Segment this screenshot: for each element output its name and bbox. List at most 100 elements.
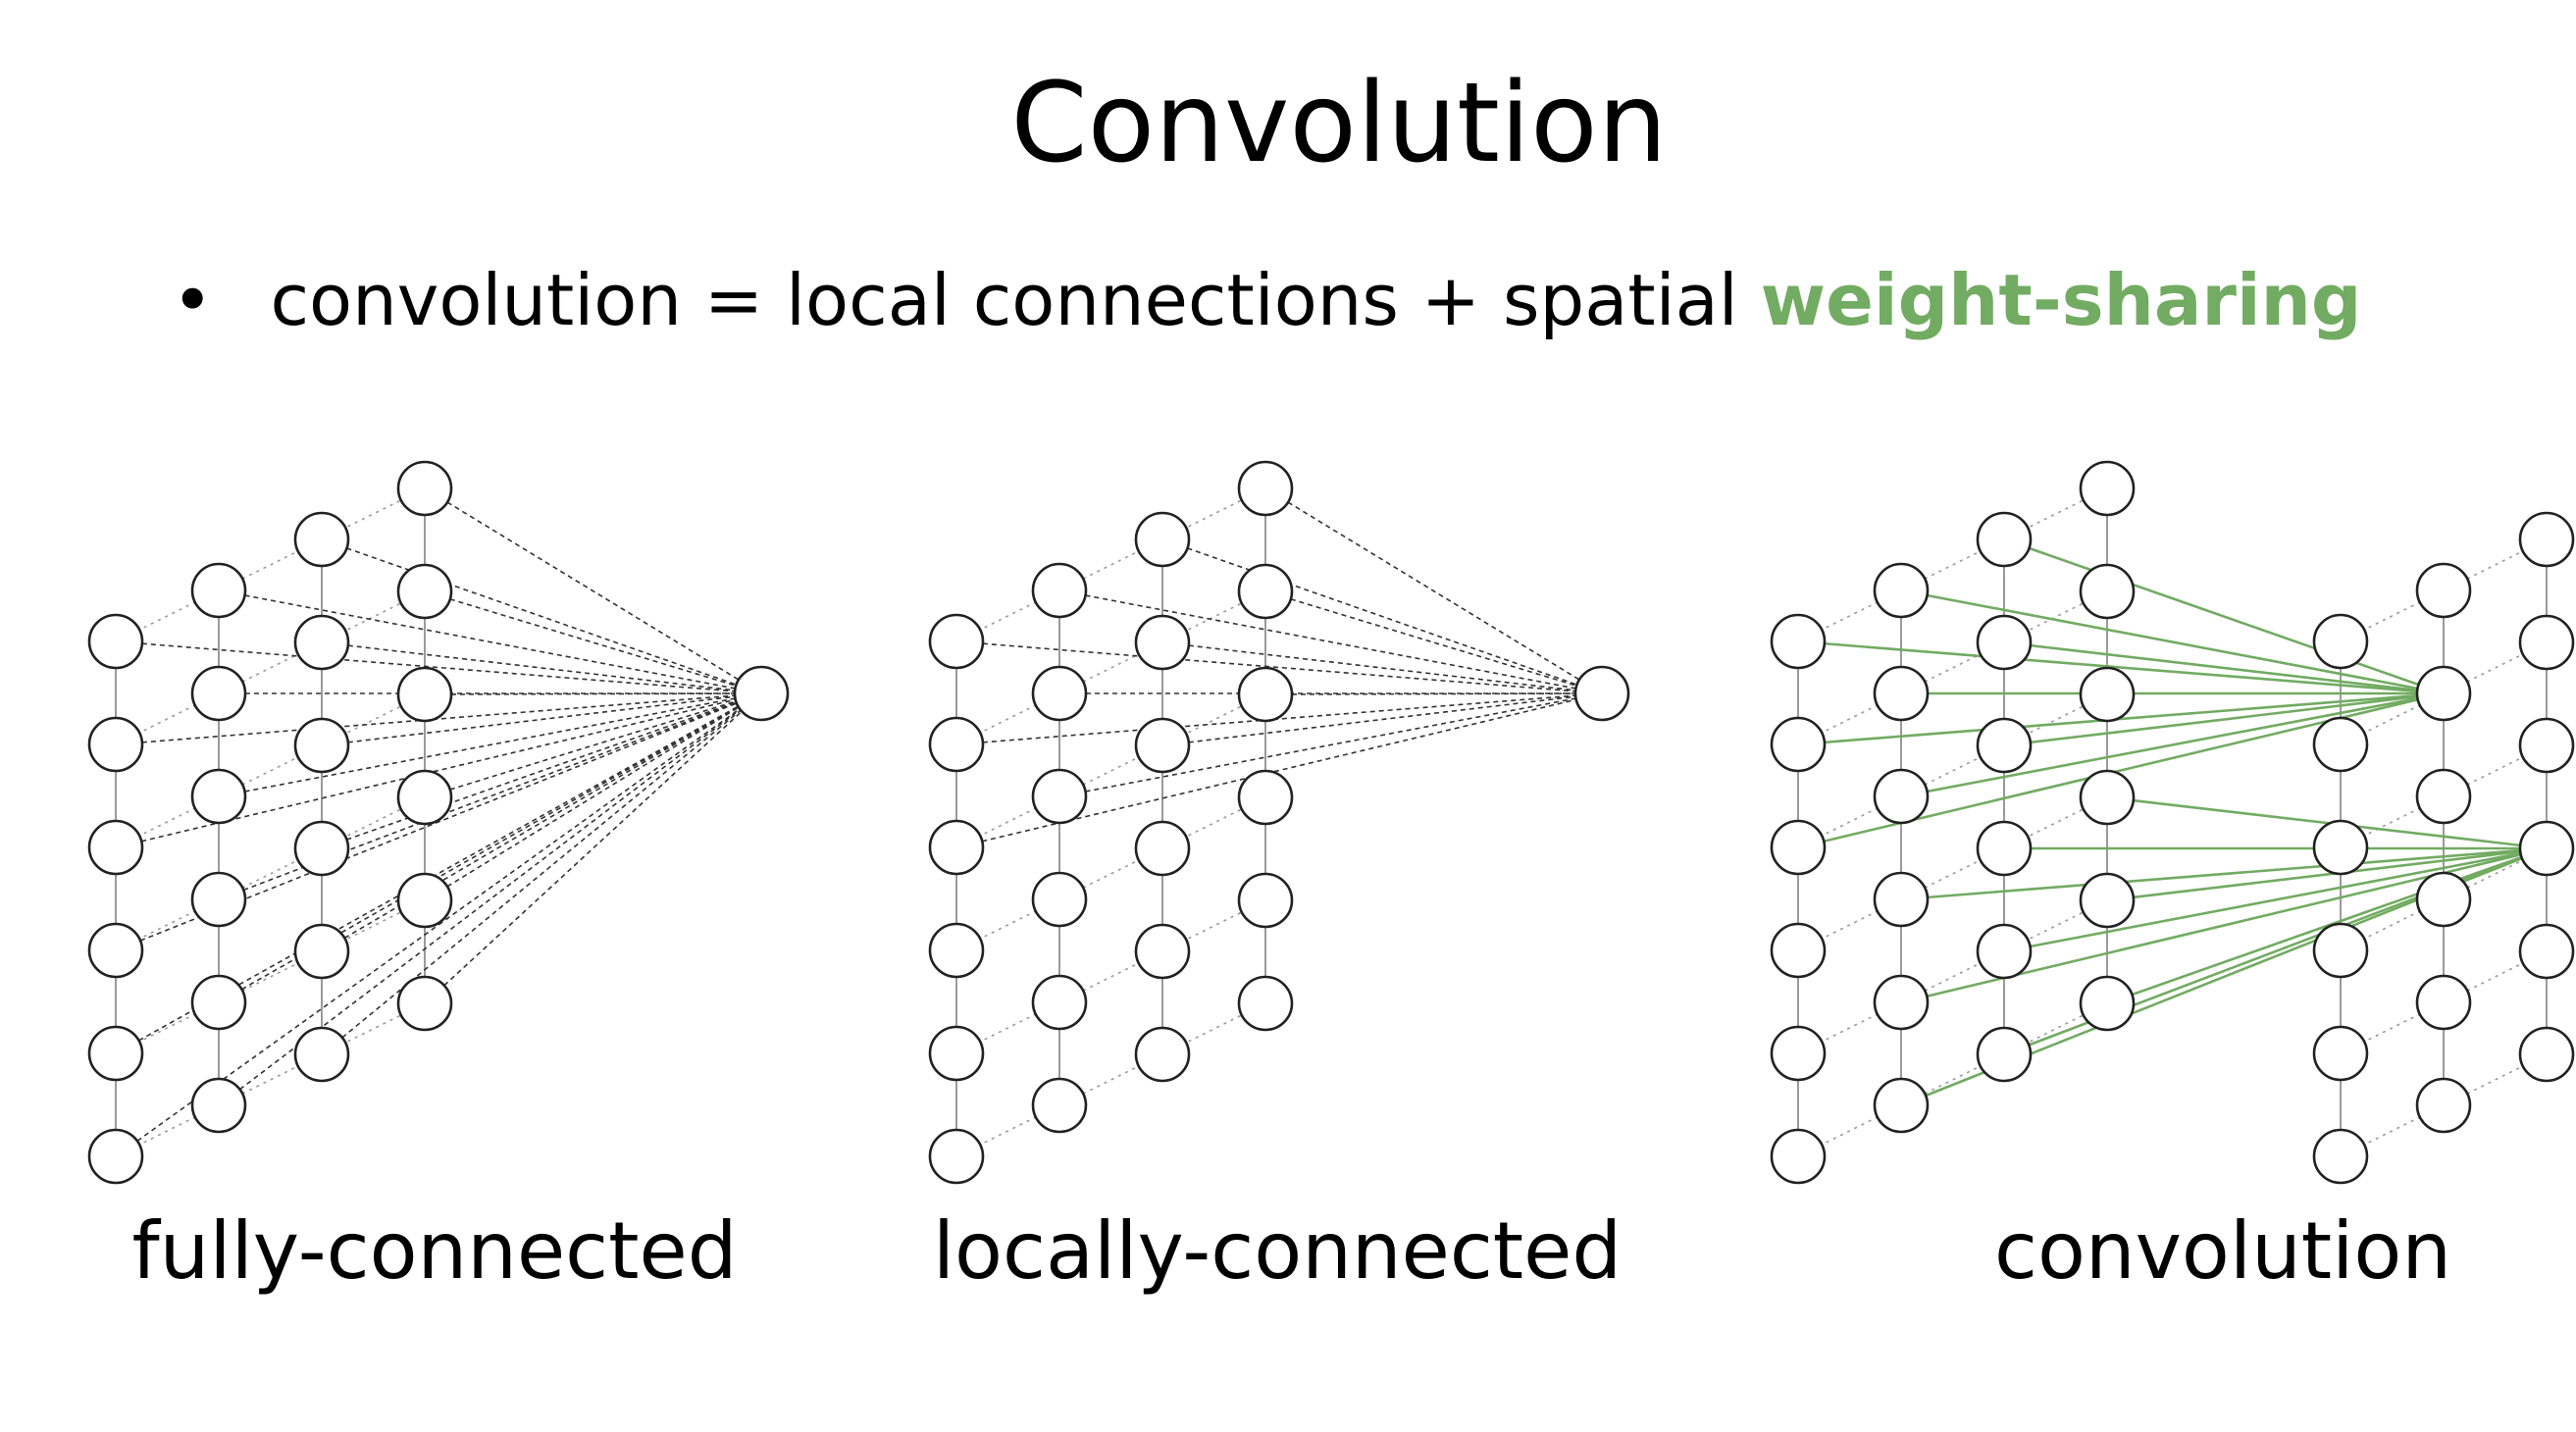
connection-edge (1058, 692, 1603, 797)
neuron (190, 974, 247, 1031)
neuron (2518, 614, 2575, 671)
neuron (87, 819, 144, 876)
neuron (1770, 613, 1827, 670)
label-convolution: convolution (1993, 1205, 2452, 1297)
shared-weight-edge (2106, 795, 2548, 850)
label-locally-connected: locally-connected (932, 1205, 1623, 1297)
neuron (1237, 769, 1294, 826)
slide-title: Convolution (1010, 60, 1668, 187)
neuron (2415, 974, 2472, 1031)
connection-edge (1058, 589, 1603, 694)
connection-edge (424, 692, 762, 695)
connection-edge (1264, 692, 1603, 695)
neuron (1031, 665, 1088, 722)
grid-line (955, 1002, 1266, 1157)
grid-line (1797, 487, 2108, 642)
neuron (1976, 614, 2033, 671)
neuron (1031, 1077, 1088, 1134)
neuron (1770, 819, 1827, 876)
neuron (87, 922, 144, 979)
neuron (190, 871, 247, 928)
grid-line (955, 796, 1266, 951)
neuron (1031, 871, 1088, 928)
neuron (2079, 563, 2136, 620)
neuron (1873, 1077, 1930, 1134)
neuron (396, 872, 453, 929)
connection-edge (1161, 641, 1603, 694)
neuron (1031, 974, 1088, 1031)
neuron (87, 1025, 144, 1082)
connection-edge (321, 692, 762, 746)
neuron (2312, 1025, 2369, 1082)
neuron (2415, 871, 2472, 928)
connection-edge (955, 640, 1603, 694)
grid-line (1797, 796, 2108, 951)
neuron (190, 562, 247, 619)
neuron (396, 666, 453, 723)
bullet-point: •convolution = local connections + spati… (172, 265, 2361, 335)
connections (115, 487, 762, 1157)
connection-edge (321, 692, 762, 849)
shared-weight-edge (1797, 639, 2445, 695)
connection-edge (955, 692, 1603, 745)
neuron (2079, 666, 2136, 723)
neuron (2312, 716, 2369, 773)
connection-edge (115, 692, 762, 745)
neuron (1873, 665, 1930, 722)
neuron (1976, 923, 2033, 980)
neuron (396, 975, 453, 1032)
shared-weight-edge (1900, 846, 2548, 901)
grid-line (115, 796, 426, 951)
grid-line (955, 590, 1266, 745)
connection-edge (424, 692, 762, 1004)
neuron (293, 820, 350, 877)
neuron (293, 511, 350, 568)
neuron (1237, 563, 1294, 620)
grid-line (1797, 899, 2108, 1054)
neuron (1031, 768, 1088, 825)
output-neuron (733, 665, 790, 722)
neuron (1237, 666, 1294, 723)
connection-edge (115, 640, 762, 694)
connection-edge (424, 590, 762, 694)
convolution-network (1770, 460, 2575, 1185)
neuron (2079, 872, 2136, 929)
neuron (293, 1026, 350, 1083)
neuron (2312, 922, 2369, 979)
neuron (190, 665, 247, 722)
neuron (1134, 1026, 1191, 1083)
neuron (1134, 511, 1191, 568)
grid-line (115, 693, 426, 848)
shared-weight-edge (2003, 691, 2445, 747)
shared-weight-edge (1797, 691, 2445, 746)
neuron (928, 613, 985, 670)
neuron (2079, 460, 2136, 517)
neuron (1976, 1026, 2033, 1083)
shared-weight-edge (1900, 588, 2445, 695)
neuron (1770, 1025, 1827, 1082)
neuron (2415, 1077, 2472, 1134)
neuron (87, 613, 144, 670)
connection-edge (321, 538, 762, 694)
connection-edge (1264, 590, 1603, 694)
neuron (928, 922, 985, 979)
neuron (1976, 511, 2033, 568)
neuron (87, 716, 144, 773)
neuron (2415, 665, 2472, 722)
neuron (928, 716, 985, 773)
neuron (2415, 562, 2472, 619)
connection-edge (218, 589, 762, 694)
grid-line (115, 487, 426, 642)
locally-connected-network (928, 460, 1630, 1185)
neuron (1237, 460, 1294, 517)
grid-line (115, 590, 426, 745)
neuron (2312, 1128, 2369, 1185)
shared-weight-edge (2003, 846, 2548, 953)
neuron (1873, 768, 1930, 825)
neuron (396, 563, 453, 620)
connection-edge (218, 692, 762, 1003)
neuron (396, 769, 453, 826)
neuron (1134, 820, 1191, 877)
neuron (87, 1128, 144, 1185)
